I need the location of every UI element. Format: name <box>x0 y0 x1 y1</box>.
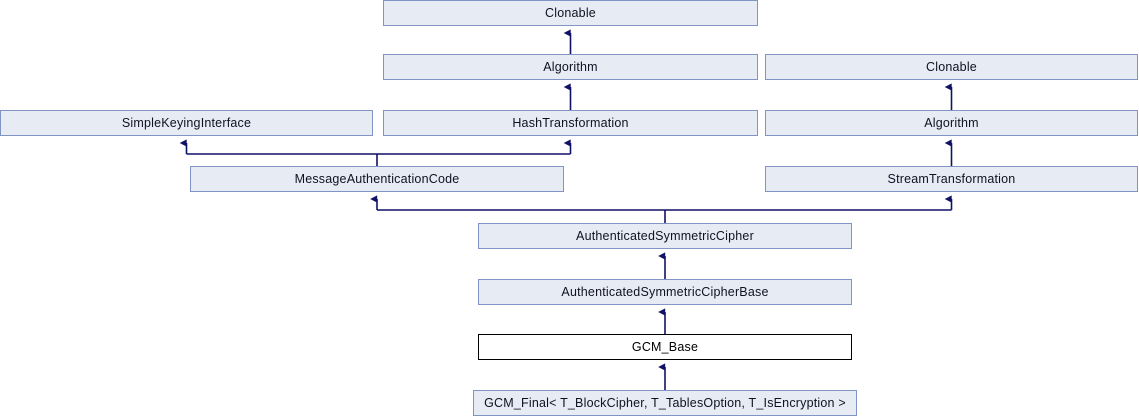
node-label: MessageAuthenticationCode <box>294 171 460 186</box>
node-authenticated-symmetric-cipher-base[interactable]: AuthenticatedSymmetricCipherBase <box>478 279 852 305</box>
node-label: Clonable <box>926 59 977 74</box>
node-label: SimpleKeyingInterface <box>121 115 252 130</box>
node-label: GCM_Final< T_BlockCipher, T_TablesOption… <box>484 395 846 410</box>
node-gcm-final[interactable]: GCM_Final< T_BlockCipher, T_TablesOption… <box>473 390 857 416</box>
node-label: AuthenticatedSymmetricCipher <box>576 228 754 243</box>
node-clonable-top[interactable]: Clonable <box>383 0 758 26</box>
node-clonable-right[interactable]: Clonable <box>765 54 1138 80</box>
node-authenticated-symmetric-cipher[interactable]: AuthenticatedSymmetricCipher <box>478 223 852 249</box>
node-algorithm-left[interactable]: Algorithm <box>383 54 758 80</box>
node-simple-keying-interface[interactable]: SimpleKeyingInterface <box>0 110 373 136</box>
node-label: Clonable <box>545 5 596 20</box>
node-hash-transformation[interactable]: HashTransformation <box>383 110 758 136</box>
node-label: GCM_Base <box>631 339 699 354</box>
node-algorithm-right[interactable]: Algorithm <box>765 110 1138 136</box>
node-label: AuthenticatedSymmetricCipherBase <box>561 284 769 299</box>
node-message-authentication-code[interactable]: MessageAuthenticationCode <box>190 166 564 192</box>
node-label: HashTransformation <box>512 115 629 130</box>
node-label: Algorithm <box>924 115 979 130</box>
node-label: StreamTransformation <box>887 171 1016 186</box>
node-gcm-base[interactable]: GCM_Base <box>478 334 852 360</box>
node-label: Algorithm <box>543 59 598 74</box>
node-stream-transformation[interactable]: StreamTransformation <box>765 166 1138 192</box>
